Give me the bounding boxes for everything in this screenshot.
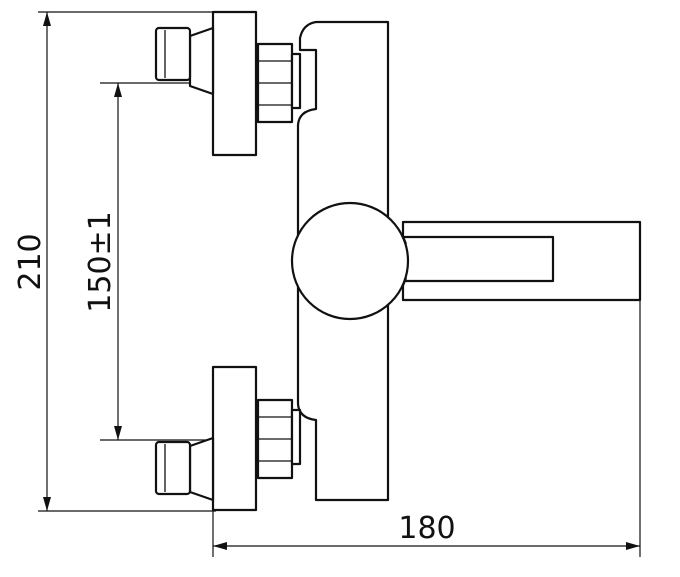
- upper-nut-collar: [290, 52, 302, 110]
- lower-inlet-pipe: [154, 440, 192, 496]
- dimension-label-180: 180: [398, 511, 455, 546]
- upper-wall-flange: [211, 10, 258, 157]
- arrow-210-top: [43, 12, 51, 26]
- knob-disc: [290, 201, 410, 321]
- arrow-210-bottom: [43, 497, 51, 511]
- upper-eccentric: [188, 26, 215, 96]
- upper-inlet-pipe: [154, 26, 192, 82]
- lower-eccentric: [188, 436, 215, 502]
- control-knob: [290, 201, 410, 321]
- lower-inlet: [154, 365, 302, 512]
- arrow-150-bottom: [114, 426, 122, 440]
- dimension-label-150: 150±1: [83, 211, 118, 312]
- knob-mark-top: [400, 233, 408, 245]
- spout: [401, 220, 642, 302]
- knob-mark-bottom: [400, 277, 408, 289]
- arrow-180-right: [626, 542, 640, 550]
- upper-inlet: [154, 10, 302, 157]
- arrow-180-left: [213, 542, 227, 550]
- lower-wall-flange: [211, 365, 258, 512]
- lower-nut-collar: [290, 408, 302, 466]
- dimension-lines: [38, 11, 641, 557]
- spout-outlet: [401, 235, 555, 283]
- arrow-150-top: [114, 83, 122, 97]
- dimension-label-210: 210: [13, 233, 48, 290]
